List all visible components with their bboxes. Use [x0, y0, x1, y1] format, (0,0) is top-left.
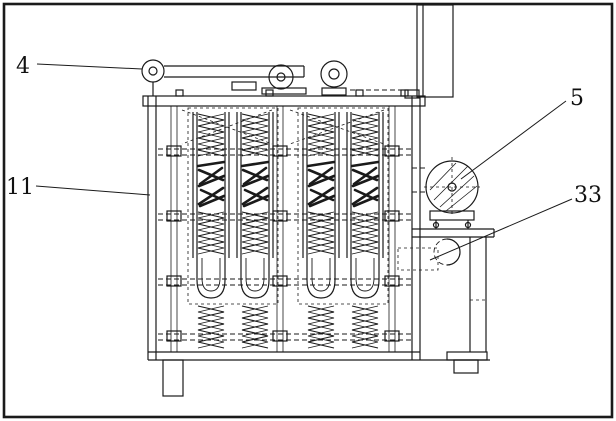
exhaust-duct	[404, 4, 454, 99]
label-part-5: 5	[570, 86, 584, 111]
leader-line-33	[429, 198, 573, 261]
spring-brush-columns	[187, 107, 389, 349]
machine-feet	[162, 359, 479, 397]
label-part-4: 4	[16, 54, 30, 79]
motor-fan-unit	[397, 157, 495, 361]
label-part-11: 11	[6, 175, 34, 200]
leader-line-4	[36, 63, 143, 70]
top-pulley-assembly	[141, 59, 415, 96]
leader-line-5	[460, 100, 567, 180]
leader-line-11	[35, 185, 151, 196]
label-part-33: 33	[574, 183, 602, 208]
leader-lines	[35, 63, 573, 261]
machine-cabinet	[142, 89, 490, 361]
